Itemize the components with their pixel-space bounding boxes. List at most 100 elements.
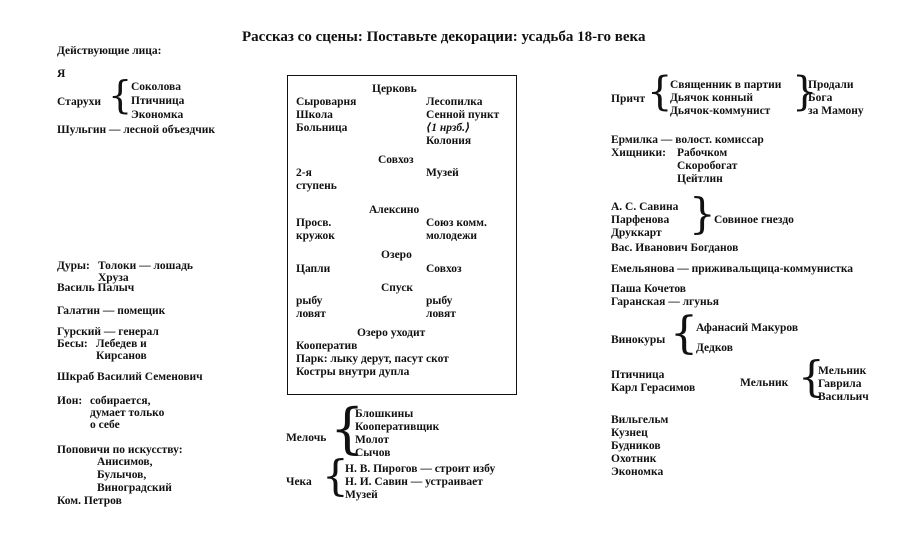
character-hruza: Хруза — [98, 272, 129, 284]
cheka-item: Н. В. Пирогов — строит избу — [345, 463, 496, 475]
place-prosv: кружок — [296, 230, 335, 242]
character-lebedev: Лебедев и — [96, 338, 147, 350]
group-meloch: Мелочь — [286, 432, 327, 444]
character-shkrab: Шкраб Василий Семенович — [57, 371, 203, 383]
tail-item: Экономка — [611, 466, 664, 478]
character-kom-petrov: Ком. Петров — [57, 495, 122, 507]
place-syrovarnya: Сыроварня — [296, 96, 357, 108]
place-lesopilka: Лесопилка — [426, 96, 483, 108]
ion-line: о себе — [90, 419, 120, 431]
group-prichit: Причт — [611, 93, 646, 105]
prodali-line: Бога — [808, 92, 833, 104]
character-karl: Карл Герасимов — [611, 382, 696, 394]
brace-prodali: } — [792, 69, 818, 115]
character-ion: Ион: — [57, 395, 83, 407]
stage-map-box — [287, 75, 517, 395]
place-ryby-left: ловят — [296, 308, 326, 320]
place-ozero-uhodit: Озеро уходит — [357, 327, 426, 339]
character-shulgin: Шульгин — лесной объездчик — [57, 124, 216, 136]
page-title: Рассказ со сцены: Поставьте декорации: у… — [242, 29, 646, 45]
place-koloniya: Колония — [426, 135, 472, 147]
place-church: Церковь — [372, 83, 417, 95]
tail-item: Кузнец — [611, 427, 648, 439]
character-toloki: Толоки — лошадь — [98, 260, 194, 272]
tail-item: Вильгельм — [611, 414, 669, 426]
prodali-line: за Мамону — [808, 105, 864, 117]
meloch-item: Кооперативщик — [355, 421, 440, 433]
meloch-item: Блошкины — [355, 408, 414, 420]
cast-heading: Действующие лица: — [57, 45, 162, 57]
meloch-item: Молот — [355, 434, 390, 446]
place-stupen: ступень — [296, 180, 337, 192]
ion-line: собирается, — [90, 395, 151, 407]
place-prosv: Просв. — [296, 217, 332, 229]
vinokury-item: Дедков — [696, 342, 733, 354]
cheka-item: Н. И. Савин — устраивает — [345, 476, 483, 488]
place-ryby-right: рыбу — [426, 295, 453, 307]
place-sennoy: Сенной пункт — [426, 109, 500, 121]
savina-item: Парфенова — [611, 214, 670, 226]
place-ozero: Озеро — [381, 249, 412, 261]
place-sovhoz: Совхоз — [378, 154, 414, 166]
brace-meloch: { — [330, 397, 365, 460]
group-melnik: Мельник — [740, 377, 789, 389]
place-stupen: 2-я — [296, 167, 312, 179]
prichit-item: Дьячок-коммунист — [670, 105, 771, 117]
place-ryby-right: ловят — [426, 308, 456, 320]
brace-cheka: { — [322, 451, 349, 500]
character-gursky: Гурский — генерал — [57, 326, 159, 338]
place-sovhoz-2: Совхоз — [426, 263, 462, 275]
group-dury: Дуры: — [57, 260, 90, 272]
place-park: Парк: лыку дерут, пасут скот — [296, 353, 449, 365]
brace-melnik: { — [798, 352, 825, 401]
character-emelyanova: Емельянова — приживальщица-коммунистка — [611, 263, 854, 275]
group-vinokury: Винокуры — [611, 334, 666, 346]
ion-line: думает только — [90, 407, 165, 419]
brace-staruhi: { — [108, 73, 133, 117]
group-sovinoe: Совиное гнездо — [714, 214, 794, 226]
hishchniki-item: Скоробогат — [677, 160, 738, 172]
melnik-item: Гаврила — [818, 378, 862, 390]
place-aleksino: Алексино — [369, 204, 420, 216]
place-bolnitsa: Больница — [296, 122, 348, 134]
place-ryby-left: рыбу — [296, 295, 323, 307]
brace-vinokury: { — [670, 308, 698, 359]
place-illegible: ⟨1 нрзб.⟩ — [426, 122, 471, 134]
character-pasha: Паша Кочетов — [611, 283, 687, 295]
tail-item: Будников — [611, 440, 661, 452]
character-ptichnitsa: Птичница — [611, 369, 665, 381]
cheka-item: Музей — [345, 489, 378, 501]
melnik-item: Мельник — [818, 365, 867, 377]
place-soyuz: Союз комм. — [426, 217, 487, 229]
popovichi-item: Анисимов, — [97, 456, 153, 468]
melnik-item: Васильич — [818, 391, 869, 403]
prichit-item: Священник в партии — [670, 79, 782, 91]
character-vasil: Василь Палыч — [57, 282, 135, 294]
staruhi-item: Экономка — [131, 109, 184, 121]
prodali-line: Продали — [808, 79, 854, 91]
group-cheka: Чека — [286, 476, 312, 488]
brace-sovinoe: } — [689, 189, 716, 238]
popovichi-item: Виноградский — [97, 482, 172, 494]
meloch-item: Сычов — [355, 447, 391, 459]
character-ermilka: Ермилка — волост. комиссар — [611, 134, 764, 146]
hishchniki-item: Рабочком — [677, 147, 728, 159]
place-tsapli: Цапли — [296, 263, 331, 275]
place-soyuz: молодежи — [426, 230, 478, 242]
savina-item: А. С. Савина — [611, 201, 679, 213]
place-shkola: Школа — [296, 109, 333, 121]
place-kostry: Костры внутри дупла — [296, 366, 410, 378]
popovichi-item: Булычов, — [97, 469, 147, 481]
staruhi-item: Птичница — [131, 95, 185, 107]
group-hishchniki: Хищники: — [611, 147, 666, 159]
place-spusk: Спуск — [381, 282, 414, 294]
vinokury-item: Афанасий Макуров — [696, 322, 799, 334]
group-staruhi: Старухи — [57, 96, 102, 108]
character-bogdanov: Вас. Иванович Богданов — [611, 242, 739, 254]
hishchniki-item: Цейтлин — [677, 173, 723, 185]
character-kirsanov: Кирсанов — [96, 350, 147, 362]
group-besy: Бесы: — [57, 338, 88, 350]
staruhi-item: Соколова — [131, 81, 182, 93]
savina-item: Друккарт — [611, 227, 662, 239]
place-kooperativ: Кооператив — [296, 340, 358, 352]
